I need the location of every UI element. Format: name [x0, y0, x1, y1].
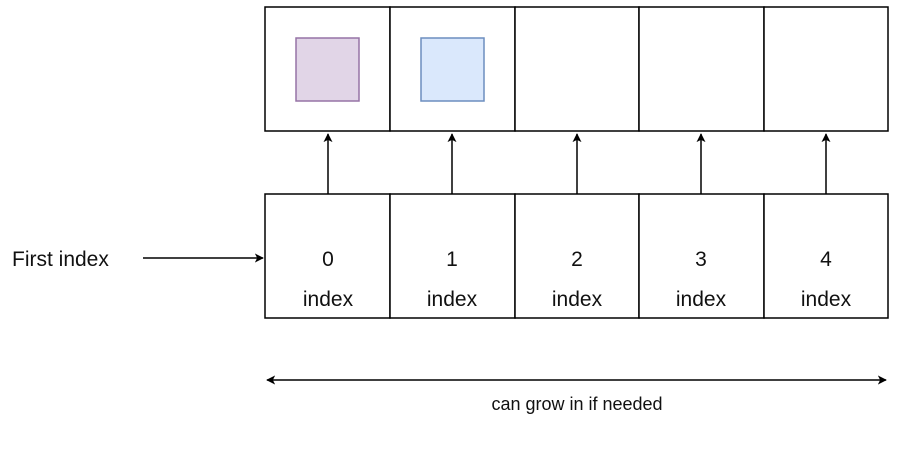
pointer-arrows — [323, 133, 831, 194]
index-cell-1 — [389, 193, 516, 319]
value-cell-3 — [638, 6, 765, 132]
index-cell-4 — [763, 193, 889, 319]
index-cell-3 — [638, 193, 765, 319]
index-word-1: index — [427, 288, 478, 311]
index-row: 0 1 2 3 4 index index index index index — [264, 193, 889, 319]
index-number-4: 4 — [820, 248, 832, 271]
growth-label: can grow in if needed — [491, 394, 662, 414]
index-number-0: 0 — [322, 248, 334, 271]
index-number-3: 3 — [695, 248, 707, 271]
value-row — [264, 6, 889, 132]
value-square-1 — [420, 37, 485, 102]
index-word-0: index — [303, 288, 354, 311]
index-number-2: 2 — [571, 248, 583, 271]
value-cell-4 — [763, 6, 889, 132]
value-cell-2 — [514, 6, 640, 132]
first-index-label: First index — [12, 248, 109, 271]
index-number-1: 1 — [446, 248, 458, 271]
index-cell-0 — [264, 193, 391, 319]
index-word-2: index — [552, 288, 603, 311]
index-cell-2 — [514, 193, 640, 319]
index-word-4: index — [801, 288, 852, 311]
index-word-3: index — [676, 288, 727, 311]
value-square-0 — [295, 37, 360, 102]
